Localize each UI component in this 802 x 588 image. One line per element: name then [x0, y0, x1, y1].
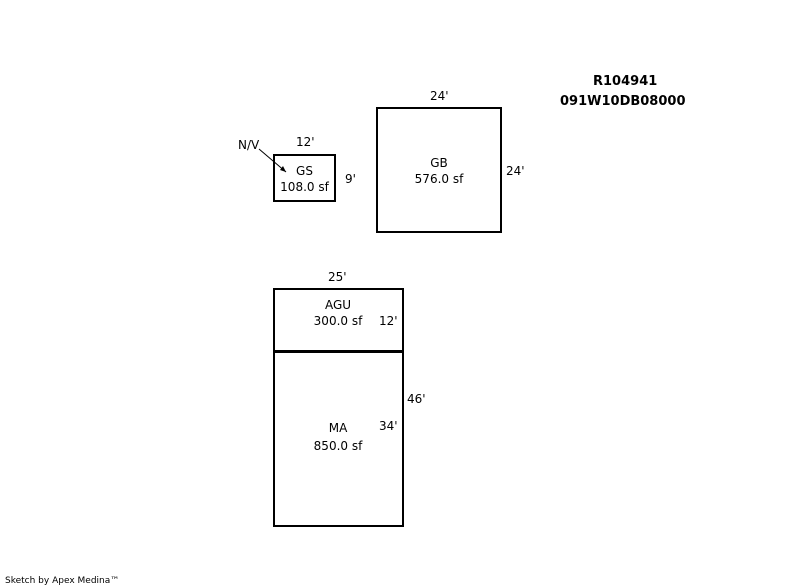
- agu-code: AGU: [324, 298, 352, 312]
- area-gb: [376, 107, 502, 233]
- gs-top-dimension: 12': [296, 135, 315, 149]
- agu-area: 300.0 sf: [313, 314, 363, 328]
- gs-area: 108.0 sf: [280, 180, 329, 194]
- area-gs: [273, 154, 336, 202]
- gs-side-dimension: 9': [345, 172, 356, 186]
- map-number: 091W10DB08000: [560, 94, 686, 109]
- nv-label: N/V: [238, 138, 260, 152]
- parcel-id: R104941: [593, 74, 658, 89]
- sketch-credit: Sketch by Apex Medina™: [5, 576, 120, 586]
- gb-top-dimension: 24': [430, 89, 449, 103]
- ma-area: 850.0 sf: [313, 439, 363, 453]
- area-ma: [273, 350, 404, 527]
- gb-area: 576.0 sf: [414, 172, 464, 186]
- agu-top-dimension: 25': [328, 270, 347, 284]
- gb-side-dimension: 24': [506, 164, 525, 178]
- ma-code: MA: [328, 421, 348, 435]
- area-agu: [273, 288, 404, 353]
- gb-code: GB: [430, 156, 448, 170]
- ma-total-dimension: 46': [407, 392, 426, 406]
- ma-side-dimension: 34': [379, 419, 398, 433]
- agu-side-dimension: 12': [379, 314, 398, 328]
- gs-code: GS: [296, 164, 313, 178]
